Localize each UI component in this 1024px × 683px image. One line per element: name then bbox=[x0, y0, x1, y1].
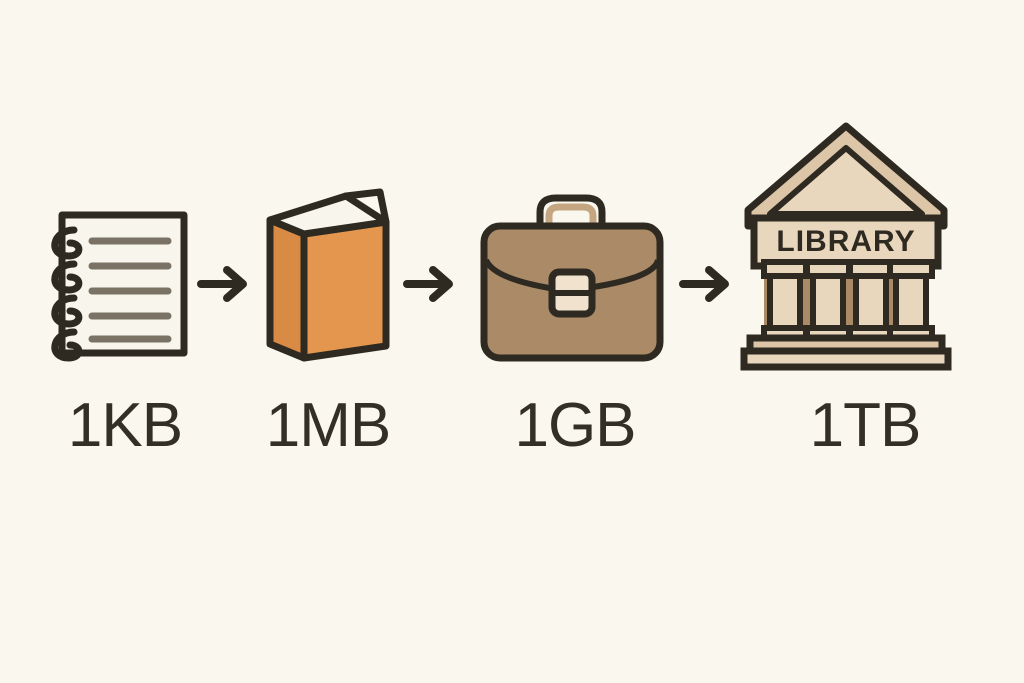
building-frieze bbox=[750, 214, 942, 270]
step-label-kilobyte: 1KB bbox=[67, 391, 183, 460]
book-icon bbox=[258, 186, 408, 366]
book-cover-edge bbox=[342, 188, 390, 226]
building-tympanum bbox=[767, 145, 925, 217]
notepad-spiral-rings bbox=[51, 226, 83, 362]
briefcase-handle-outline bbox=[536, 194, 606, 230]
arrow-right-icon-kb-mb bbox=[196, 262, 254, 306]
library-building-icon: LIBRARY bbox=[736, 118, 956, 371]
library-sign-text: LIBRARY bbox=[776, 225, 915, 258]
building-column-2 bbox=[804, 259, 852, 345]
briefcase-icon bbox=[474, 190, 674, 368]
briefcase-handle-inner bbox=[545, 203, 597, 230]
arrow-right-icon-gb-tb bbox=[678, 262, 736, 306]
building-column-4 bbox=[887, 259, 935, 345]
step-label-gigabyte: 1GB bbox=[514, 391, 636, 460]
building-base-lower-step bbox=[740, 347, 952, 371]
step-label-terabyte: 1TB bbox=[809, 391, 922, 460]
building-column-3 bbox=[847, 259, 895, 345]
book-spine bbox=[266, 216, 308, 362]
step-label-megabyte: 1MB bbox=[265, 391, 391, 460]
arrow-right-icon-mb-gb bbox=[402, 262, 460, 306]
notepad-icon bbox=[44, 208, 194, 363]
book-front-cover bbox=[300, 218, 390, 362]
notepad-ruled-lines bbox=[88, 237, 172, 343]
building-column-1 bbox=[761, 259, 809, 345]
